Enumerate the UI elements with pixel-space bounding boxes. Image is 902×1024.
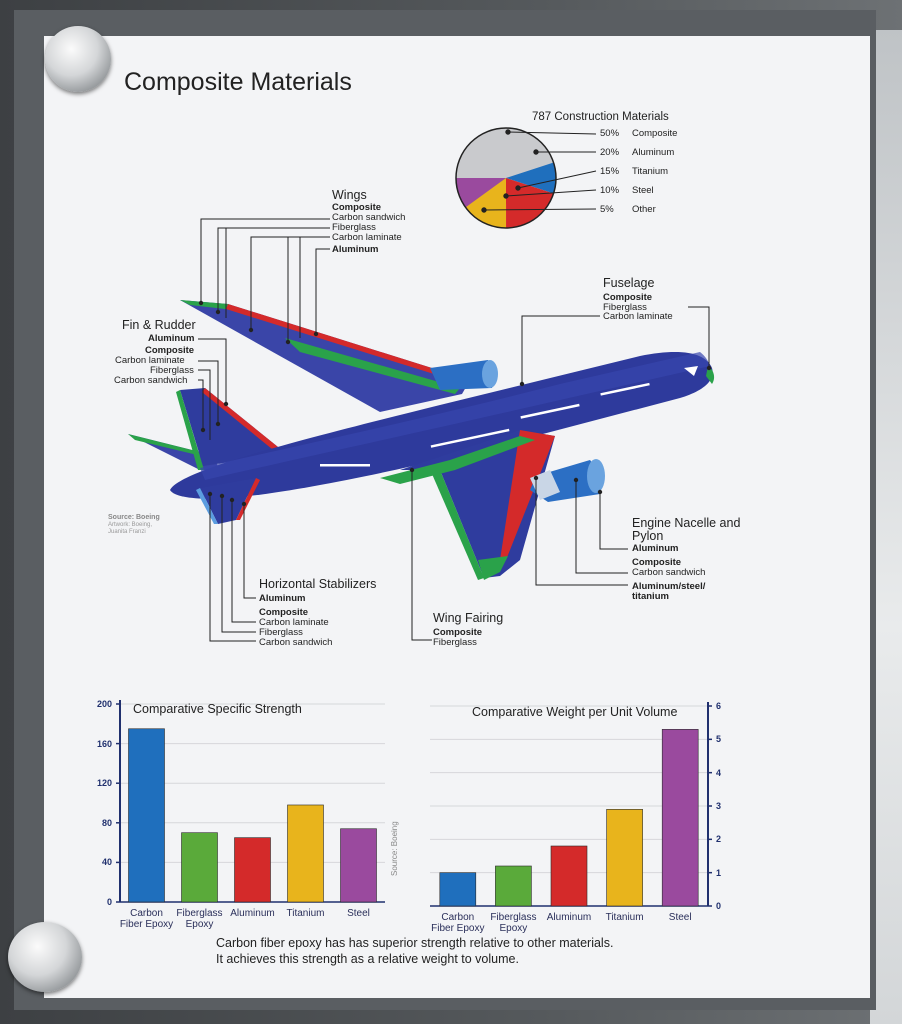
bar-2 [550,845,588,907]
callout-wings-title: Wings [332,188,367,202]
callout-engine-item: Aluminum [632,543,679,554]
y-tick-label: 160 [96,738,112,749]
bar-0 [128,728,165,903]
pie-legend-label: Steel [632,185,654,196]
callout-engine-title-2: Pylon [632,529,664,543]
bar-3 [606,809,643,907]
bar-category-label: Titanium [605,912,644,923]
callout-engine-item: titanium [632,591,669,602]
y-tick-label: 40 [101,857,112,868]
callout-fairing-item: Composite [433,627,483,638]
pie-legend-pct: 5% [600,204,614,215]
bar-4 [340,828,377,903]
callout-engine-title: Engine Nacelle and [632,516,741,530]
chart-side-note: Source: Boeing [390,821,399,876]
pie-legend-label: Titanium [632,166,669,177]
source-credit-2: Artwork: Boeing, [108,522,153,528]
source-credit-3: Juanita Franzi [108,529,146,535]
callout-fuselage-item: Composite [603,292,653,303]
chart-title: Comparative Weight per Unit Volume [472,705,678,719]
y-tick-label: 2 [716,834,722,845]
y-tick-label: 3 [716,801,722,811]
bar-category-label: Carbon [130,908,163,919]
callout-stabilizer-item: Composite [259,607,309,618]
callout-fin-item: Aluminum [148,333,195,344]
pie-legend-pct: 15% [600,166,620,177]
y-tick-label: 5 [716,734,722,745]
pie-legend-label: Aluminum [632,147,675,158]
bar-category-label: Aluminum [546,912,592,923]
callout-fin-item: Carbon laminate [115,355,185,366]
callout-engine-item: Composite [632,557,682,568]
callout-fuselage-item: Fiberglass [603,301,647,313]
bar-category-label: Epoxy [185,919,214,930]
bar-0 [439,872,477,907]
bar-category-label: Fiberglass [176,908,223,919]
bolt-bottom-left [8,922,82,992]
bar-1 [181,832,218,903]
pie-legend-label: Other [632,204,656,215]
poster-title: Composite Materials [124,68,352,96]
y-tick-label: 1 [716,867,722,878]
callout-stabilizer-item: Carbon sandwich [259,637,333,648]
bar-category-label: Carbon [441,912,475,923]
pie-legend-label: Composite [632,128,678,139]
bar-category-label: Fiber Epoxy [431,923,485,934]
y-tick-label: 0 [106,897,112,907]
pie-legend-pct: 10% [600,185,620,196]
callout-stabilizer-item: Carbon laminate [259,617,329,628]
y-tick-label: 6 [716,701,722,711]
callout-fin-item: Composite [145,345,195,356]
bar-category-label: Steel [347,908,370,919]
pie-slice-other [455,127,554,178]
footer-line-1: Carbon fiber epoxy has has superior stre… [216,936,614,950]
bar-2 [234,837,271,903]
bolt-top-left [45,26,111,92]
callout-fairing-item: Fiberglass [433,637,477,648]
bar-category-label: Steel [668,912,692,923]
chart-title: Comparative Specific Strength [133,702,302,716]
bar-1 [495,865,532,907]
callout-wings-item: Fiberglass [332,222,376,233]
pie-legend-pct: 20% [600,147,620,158]
bar-category-label: Aluminum [230,908,275,919]
y-tick-label: 4 [716,767,722,778]
callout-stabilizer-item: Fiberglass [259,627,303,638]
bar-4 [661,729,699,907]
callout-wings-item: Carbon sandwich [332,212,406,223]
callout-stabilizer-title: Horizontal Stabilizers [259,577,377,591]
callout-fuselage-title: Fuselage [603,276,655,290]
bar-3 [287,804,324,903]
source-credit-1: Source: Boeing [108,514,160,521]
callout-fairing-title: Wing Fairing [433,611,504,625]
callout-fin-title: Fin & Rudder [122,318,196,332]
callout-fuselage-item: Carbon laminate [603,311,673,322]
bar-category-label: Titanium [286,908,325,919]
pie-legend-pct: 50% [600,128,620,139]
callout-wings-item: Composite [332,202,382,213]
callout-stabilizer-item: Aluminum [259,593,306,604]
pie-title: 787 Construction Materials [532,111,669,123]
pie-chart [455,127,597,229]
bar-category-label: Fiberglass [490,912,537,923]
bar-category-label: Epoxy [499,923,528,934]
y-tick-label: 200 [96,699,112,709]
y-tick-label: 0 [716,901,722,911]
y-tick-label: 80 [101,817,112,828]
footer-line-2: It achieves this strength as a relative … [216,952,519,966]
callout-fin-item: Carbon sandwich [114,375,188,386]
callout-engine-item: Carbon sandwich [632,567,706,578]
callout-engine-item: Aluminum/steel/ [632,581,706,592]
callout-wings-item: Aluminum [332,244,379,255]
y-tick-label: 120 [96,778,112,789]
callout-wings-item: Carbon laminate [332,232,402,243]
callout-fin-item: Fiberglass [150,365,194,376]
bar-category-label: Fiber Epoxy [119,919,174,930]
